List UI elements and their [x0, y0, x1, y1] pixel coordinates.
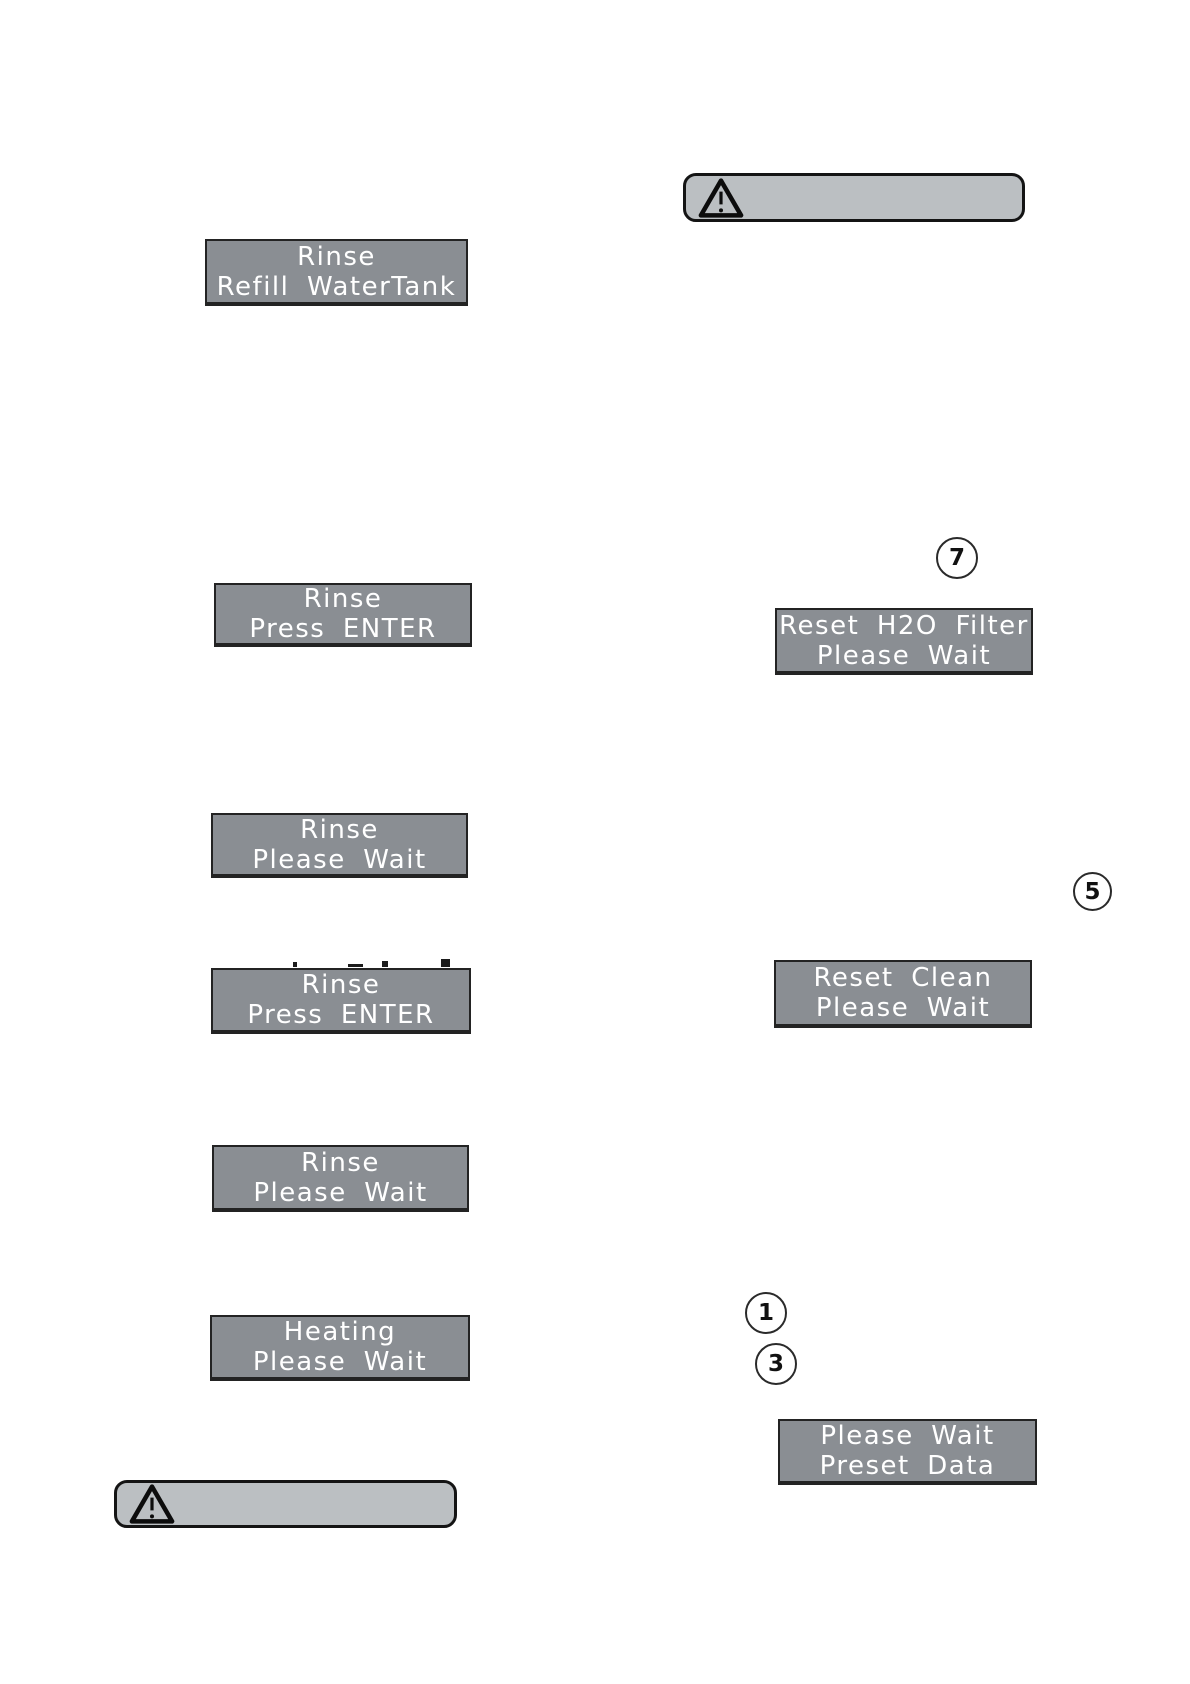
- scan-artifact: [441, 959, 450, 967]
- lcd-line1: Please Wait: [820, 1421, 995, 1451]
- lcd-line1: Reset H2O Filter: [779, 610, 1029, 641]
- lcd-display-rinse-press-enter-2: Rinse Press ENTER: [211, 968, 471, 1034]
- lcd-display-reset-h2o-filter: Reset H2O Filter Please Wait: [775, 608, 1033, 675]
- warning-triangle-icon: [698, 177, 744, 219]
- lcd-display-please-wait-preset-data: Please Wait Preset Data: [778, 1419, 1037, 1485]
- callout-label: 3: [767, 1351, 784, 1377]
- scan-artifact: [382, 961, 388, 967]
- lcd-display-rinse-please-wait-2: Rinse Please Wait: [212, 1145, 469, 1212]
- callout-step-3: 3: [755, 1343, 797, 1385]
- lcd-line2: Press ENTER: [249, 614, 437, 644]
- lcd-line1: Rinse: [297, 241, 376, 272]
- lcd-display-rinse-refill-watertank: Rinse Refill WaterTank: [205, 239, 468, 306]
- lcd-display-rinse-please-wait-1: Rinse Please Wait: [211, 813, 468, 878]
- lcd-line2: Please Wait: [253, 1177, 428, 1208]
- lcd-line1: Heating: [283, 1317, 397, 1347]
- callout-label: 7: [948, 545, 965, 571]
- lcd-line2: Refill WaterTank: [216, 271, 457, 302]
- warning-note-top: [683, 173, 1025, 222]
- lcd-line2: Press ENTER: [247, 1000, 435, 1030]
- lcd-display-rinse-press-enter-1: Rinse Press ENTER: [214, 583, 472, 647]
- lcd-line2: Please Wait: [252, 1347, 428, 1377]
- lcd-line1: Rinse: [303, 584, 383, 614]
- lcd-line1: Rinse: [301, 970, 381, 1000]
- lcd-display-heating-please-wait: Heating Please Wait: [210, 1315, 470, 1381]
- warning-note-bottom: [114, 1480, 457, 1528]
- lcd-line2: Preset Data: [819, 1451, 996, 1481]
- scan-artifact: [348, 964, 363, 967]
- callout-step-1: 1: [745, 1292, 787, 1334]
- lcd-display-reset-clean: Reset Clean Please Wait: [774, 960, 1032, 1028]
- lcd-line2: Please Wait: [252, 844, 427, 875]
- callout-label: 5: [1084, 878, 1101, 905]
- lcd-line2: Please Wait: [815, 993, 991, 1023]
- callout-step-5: 5: [1073, 872, 1112, 911]
- lcd-line1: Reset Clean: [813, 963, 993, 993]
- callout-label: 1: [757, 1300, 774, 1326]
- warning-triangle-icon: [129, 1483, 175, 1525]
- lcd-line1: Rinse: [301, 1147, 380, 1178]
- lcd-line1: Rinse: [300, 814, 379, 845]
- lcd-line2: Please Wait: [816, 640, 992, 671]
- scan-artifact: [293, 962, 297, 967]
- callout-step-7: 7: [936, 537, 978, 579]
